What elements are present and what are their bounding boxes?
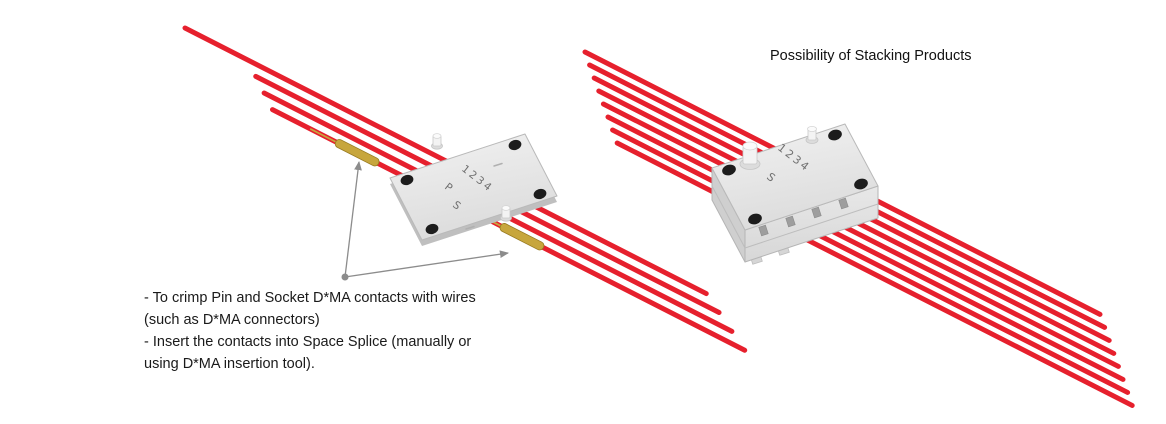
- mounting-hole: [722, 164, 736, 176]
- annotation-line: - To crimp Pin and Socket D*MA contacts …: [144, 290, 476, 306]
- plate-top-face: [389, 133, 558, 241]
- right-wire-bundle: [582, 49, 1135, 408]
- wire: [600, 101, 1121, 369]
- stacking-seam: [744, 203, 879, 249]
- stacked-splice-block: 1234 S: [711, 123, 879, 265]
- arrow-to-pin-contact: [344, 160, 362, 278]
- stacking-title: Possibility of Stacking Products: [770, 48, 972, 64]
- usage-annotation: - To crimp Pin and Socket D*MA contacts …: [144, 287, 476, 375]
- mounting-hole: [508, 139, 522, 151]
- crimp-contacts: [309, 128, 545, 251]
- crimp-contact: [334, 139, 380, 167]
- guide-post: [805, 126, 819, 144]
- mounting-hole: [425, 223, 439, 235]
- block-mounting-holes: [722, 129, 868, 225]
- annotation-line: - Insert the contacts into Space Splice …: [144, 334, 472, 350]
- mounting-hole: [400, 174, 414, 186]
- guide-post: [431, 133, 443, 150]
- plate-mounting-holes: [400, 139, 547, 235]
- annotation-line: (such as D*MA connectors): [144, 312, 320, 328]
- pointer-arrows: [341, 160, 510, 281]
- contact-slot: [758, 224, 769, 237]
- mounting-hole: [828, 129, 842, 141]
- mounting-hole: [533, 188, 547, 200]
- contact-slot: [785, 215, 796, 228]
- contact-slot: [838, 197, 849, 210]
- crimp-contact: [499, 223, 545, 251]
- mounting-hole: [854, 178, 868, 190]
- annotation-line: using D*MA insertion tool).: [144, 356, 315, 372]
- engraved-dash: [465, 225, 475, 230]
- wire: [610, 127, 1131, 395]
- stacking-seam: [711, 185, 746, 249]
- pin-contact-tip: [309, 128, 339, 144]
- jackscrew-post: [739, 141, 761, 170]
- mounting-hole: [748, 213, 762, 225]
- wire: [614, 140, 1135, 408]
- contact-slot: [811, 206, 822, 219]
- arrow-to-socket-contact: [344, 250, 510, 278]
- block-top-face: [711, 123, 879, 231]
- guide-post: [500, 205, 512, 222]
- wire: [605, 114, 1126, 382]
- engraved-dash: [493, 162, 503, 167]
- splice-plate: P S 1234: [389, 133, 558, 246]
- arrow-origin-dot: [341, 273, 349, 281]
